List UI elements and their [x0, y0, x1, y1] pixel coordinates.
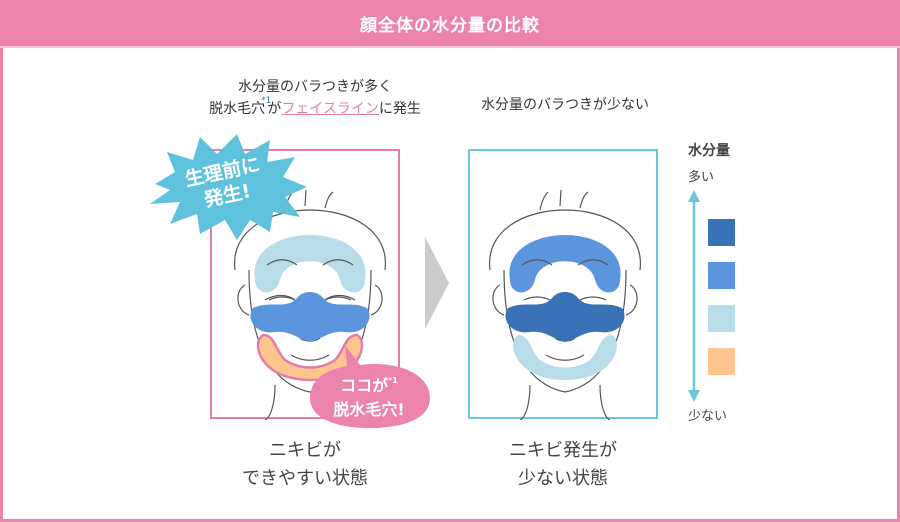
double-arrow-icon: [688, 190, 700, 402]
face-line-highlight: フェイスライン: [281, 101, 379, 117]
speech-bubble-shape: [310, 345, 430, 428]
caption-prefix: 脱水毛穴: [209, 101, 266, 117]
right-caption: 水分量のバラつきが少ない: [481, 97, 649, 113]
right-face-panel: [468, 149, 658, 419]
left-face-panel: [210, 149, 400, 419]
burst-callout-shape: [150, 134, 307, 240]
legend-swatch-least: [708, 348, 735, 375]
right-state-line2: 少ない状態: [518, 468, 608, 489]
left-caption-line1: 水分量のバラつきが多く: [238, 79, 392, 95]
footnote-marker: *1: [261, 96, 272, 106]
caption-mid: が: [267, 101, 282, 117]
legend-swatch-less: [708, 305, 735, 332]
header-bar: 顔全体の水分量の比較: [0, 0, 900, 48]
left-state-label: ニキビが できやすい状態: [210, 437, 400, 493]
caption-suffix: に発生: [378, 101, 421, 117]
comparison-arrow-icon: [425, 237, 449, 329]
left-state-line2: できやすい状態: [242, 468, 368, 489]
left-caption: 水分量のバラつきが多く 脱水毛穴*1がフェイスラインに発生: [180, 76, 450, 122]
legend-swatch-more: [708, 262, 735, 289]
bubble-footnote: *1: [388, 376, 398, 385]
speech-bubble-text: ココが*1 脱水毛穴!: [314, 375, 424, 420]
bubble-line2: 脱水毛穴!: [333, 400, 405, 419]
left-caption-line2: 脱水毛穴*1がフェイスラインに発生: [180, 96, 450, 122]
page-title: 顔全体の水分量の比較: [360, 15, 540, 36]
right-state-line1: ニキビ発生が: [509, 440, 617, 461]
right-face-illustration: [489, 189, 641, 420]
bubble-line1: ココが: [340, 376, 389, 395]
legend-top-label: 多い: [688, 170, 715, 185]
left-face-illustration: [234, 189, 386, 420]
left-state-line1: ニキビが: [269, 440, 341, 461]
legend-bottom-label: 少ない: [688, 409, 728, 424]
legend-title: 水分量: [688, 143, 730, 159]
legend-swatch-most: [708, 219, 735, 246]
right-state-label: ニキビ発生が 少ない状態: [468, 437, 658, 493]
